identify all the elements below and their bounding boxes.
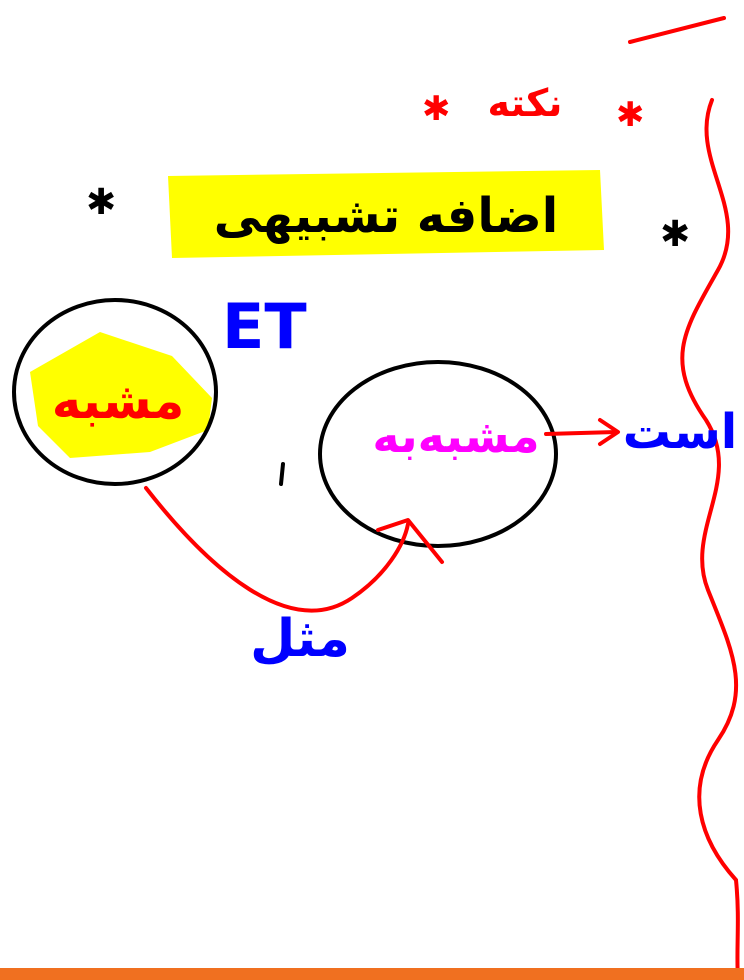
title-highlight bbox=[168, 170, 604, 258]
left-circle-highlight bbox=[30, 332, 212, 458]
ast-label: است bbox=[623, 404, 737, 460]
note-header: ✱ نکته ✱ bbox=[422, 81, 645, 135]
comma-mark bbox=[279, 462, 285, 486]
star-icon: ✱ bbox=[86, 182, 116, 223]
title-label: اضافه تشبیهی bbox=[214, 188, 558, 244]
arrow-line bbox=[544, 430, 618, 436]
top-red-stroke bbox=[628, 16, 726, 44]
wavy-divider-line bbox=[680, 98, 740, 980]
star-icon: ✱ bbox=[616, 95, 645, 135]
note-label: نکته bbox=[488, 81, 563, 125]
left-circle bbox=[12, 298, 218, 486]
curved-arrow-line bbox=[144, 486, 410, 613]
left-circle-group: مشبه bbox=[12, 298, 218, 486]
star-icon: ✱ bbox=[660, 214, 690, 255]
et-label: ET bbox=[222, 290, 307, 363]
curved-arrow bbox=[144, 486, 444, 613]
right-circle bbox=[318, 360, 558, 548]
mesl-label: مثل bbox=[250, 609, 350, 669]
arrow-to-ast bbox=[544, 418, 620, 446]
left-circle-label: مشبه bbox=[52, 372, 185, 430]
star-icon: ✱ bbox=[422, 89, 451, 129]
title-group: ✱ اضافه تشبیهی ✱ bbox=[86, 170, 690, 258]
right-circle-group: مشبه‌به bbox=[318, 360, 558, 548]
right-circle-label: مشبه‌به bbox=[372, 409, 539, 463]
arrowhead-icon bbox=[376, 518, 444, 564]
arrowhead-icon bbox=[598, 418, 620, 446]
bottom-orange-bar bbox=[0, 968, 744, 980]
